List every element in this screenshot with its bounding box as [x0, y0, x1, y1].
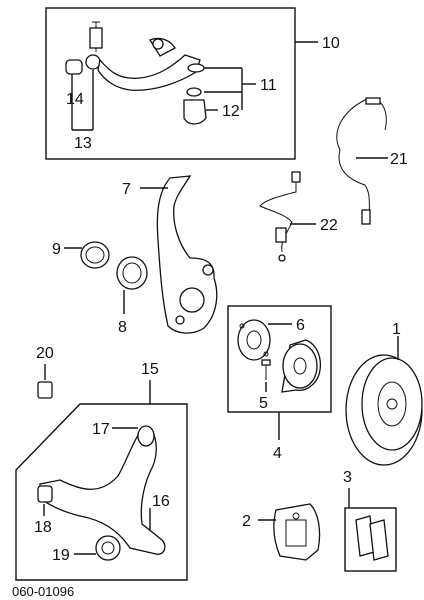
brake-caliper — [273, 503, 321, 561]
diagram-code: 060-01096 — [12, 584, 74, 599]
rear-bushing — [95, 535, 121, 561]
label-12: 12 — [222, 103, 240, 120]
hub-bolt — [261, 359, 271, 380]
label-4: 4 — [273, 445, 282, 462]
upper-arm-group-box — [45, 7, 296, 160]
ball-joint-stud — [85, 21, 103, 70]
front-bushing — [37, 485, 53, 503]
brake-pad-box — [344, 507, 397, 572]
abs-sensor-cable — [336, 97, 387, 225]
label-10: 10 — [322, 35, 340, 52]
label-20: 20 — [36, 345, 54, 362]
label-7: 7 — [122, 181, 131, 198]
label-15: 15 — [141, 361, 159, 378]
label-18: 18 — [34, 519, 52, 536]
label-3: 3 — [343, 469, 352, 486]
label-6: 6 — [296, 317, 305, 334]
steering-knuckle — [156, 175, 218, 334]
wheel-bearing — [116, 256, 148, 290]
label-13: 13 — [74, 135, 92, 152]
label-17: 17 — [92, 421, 110, 438]
lower-control-arm — [39, 425, 166, 555]
label-1: 1 — [392, 321, 401, 338]
label-19: 19 — [52, 547, 70, 564]
label-5: 5 — [259, 395, 268, 412]
wheel-hub — [281, 339, 322, 393]
label-9: 9 — [52, 241, 61, 258]
lower-arm-group-box — [15, 403, 188, 581]
label-8: 8 — [118, 319, 127, 336]
brake-pads — [355, 515, 389, 561]
label-11: 11 — [260, 77, 277, 94]
label-16: 16 — [152, 493, 170, 510]
label-14: 14 — [66, 91, 84, 108]
stabilizer-nut — [37, 381, 53, 399]
snap-ring — [80, 241, 110, 269]
brake-hose — [259, 171, 301, 262]
upper-control-arm — [97, 37, 201, 91]
brake-disc — [345, 354, 423, 466]
label-22: 22 — [320, 217, 338, 234]
label-21: 21 — [390, 151, 408, 168]
upper-arm-bushing — [65, 59, 83, 75]
hub-bearing-assembly — [237, 319, 271, 361]
ball-joint-boot — [183, 63, 207, 125]
label-2: 2 — [242, 513, 251, 530]
